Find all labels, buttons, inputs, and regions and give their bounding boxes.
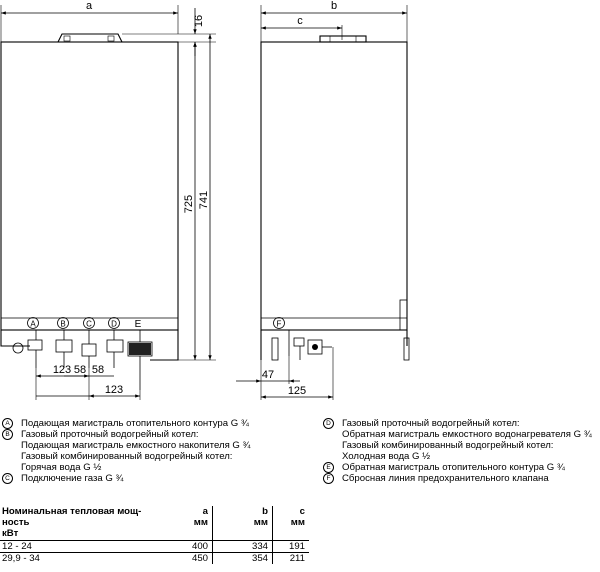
dim-125-label: 125 xyxy=(288,385,306,397)
legend-text: Газовый проточный водогрейный котел: Под… xyxy=(21,429,251,473)
header-c-unit: мм xyxy=(272,517,309,529)
front-connection-markers: A B C D E xyxy=(27,317,142,330)
legend-item-f: F Сбросная линия предохранительного клап… xyxy=(323,473,600,484)
dim-58-right: 58 xyxy=(92,364,104,376)
header-c: c xyxy=(272,506,309,518)
legend-item-b: B Газовый проточный водогрейный котел: П… xyxy=(2,429,312,473)
legend-item-c: C Подключение газа G ¾ xyxy=(2,473,312,484)
marker-d: D xyxy=(111,320,117,329)
legend-text: Газовый проточный водогрейный котел: Обр… xyxy=(342,418,592,462)
cell-power: 29,9 - 34 xyxy=(0,551,152,564)
legend-text: Подающая магистраль отопительного контур… xyxy=(21,418,249,429)
marker-c: C xyxy=(86,320,92,329)
marker-a: A xyxy=(30,320,36,329)
legend-marker: B xyxy=(2,429,13,440)
front-pipes xyxy=(12,330,153,390)
legend-left: A Подающая магистраль отопительного конт… xyxy=(2,418,312,484)
boiler-dimension-drawing: a xyxy=(0,0,410,400)
cell-b: 334 xyxy=(212,539,273,553)
legend-text: Подключение газа G ¾ xyxy=(21,473,124,484)
legend-marker: F xyxy=(323,473,334,484)
header-a: a xyxy=(202,506,208,517)
dimensions-table: Номинальная тепловая мощ- a b c ность мм… xyxy=(0,506,600,564)
front-view: a xyxy=(0,0,216,400)
legend-marker: A xyxy=(2,418,13,429)
side-view: b c F 47 xyxy=(236,0,410,400)
dim-16-label: 16 xyxy=(193,15,205,27)
cell-c: 211 xyxy=(272,551,309,564)
header-b: b xyxy=(212,506,273,518)
table-header-row-2: ность мм мм мм xyxy=(0,517,600,529)
header-power: Номинальная тепловая мощ- xyxy=(2,506,142,517)
dim-725-label: 725 xyxy=(183,195,195,213)
cell-c: 191 xyxy=(272,539,309,553)
legend-marker: C xyxy=(2,473,13,484)
cell-b: 354 xyxy=(212,551,273,564)
dim-123-left: 123 xyxy=(53,364,71,376)
header-power-unit: кВт xyxy=(2,528,19,540)
legend-right: D Газовый проточный водогрейный котел: О… xyxy=(323,418,600,484)
legend-item-e: E Обратная магистраль отопительного конт… xyxy=(323,462,600,473)
header-b-unit: мм xyxy=(212,517,273,529)
legend-text: Обратная магистраль отопительного контур… xyxy=(342,462,565,473)
table-header-row-3: кВт xyxy=(0,528,600,541)
legend-item-a: A Подающая магистраль отопительного конт… xyxy=(2,418,312,429)
cell-power: 12 - 24 xyxy=(0,539,152,553)
marker-b: B xyxy=(60,320,65,329)
cell-a: 450 xyxy=(152,551,213,564)
dim-a-label: a xyxy=(86,0,93,12)
dim-58-left: 58 xyxy=(74,364,86,376)
legend-item-d: D Газовый проточный водогрейный котел: О… xyxy=(323,418,600,462)
marker-e: E xyxy=(135,319,142,330)
table-header-row-1: Номинальная тепловая мощ- a b c xyxy=(0,506,600,518)
side-pipes: F xyxy=(271,317,332,361)
marker-f: F xyxy=(277,320,282,329)
dim-c-label: c xyxy=(297,15,303,27)
legend-text: Сбросная линия предохранительного клапан… xyxy=(342,473,549,484)
dim-47-label: 47 xyxy=(262,369,274,381)
table-row: 12 - 24 400 334 191 xyxy=(0,539,600,553)
dim-741-label: 741 xyxy=(198,191,210,209)
dim-b-label: b xyxy=(331,0,337,12)
header-a-unit: мм xyxy=(193,517,208,529)
header-power-line2: ность xyxy=(2,517,30,529)
table-row: 29,9 - 34 450 354 211 xyxy=(0,551,600,564)
dim-123-right: 123 xyxy=(105,384,123,396)
legend-marker: E xyxy=(323,462,334,473)
cell-a: 400 xyxy=(152,539,213,553)
legend-marker: D xyxy=(323,418,334,429)
